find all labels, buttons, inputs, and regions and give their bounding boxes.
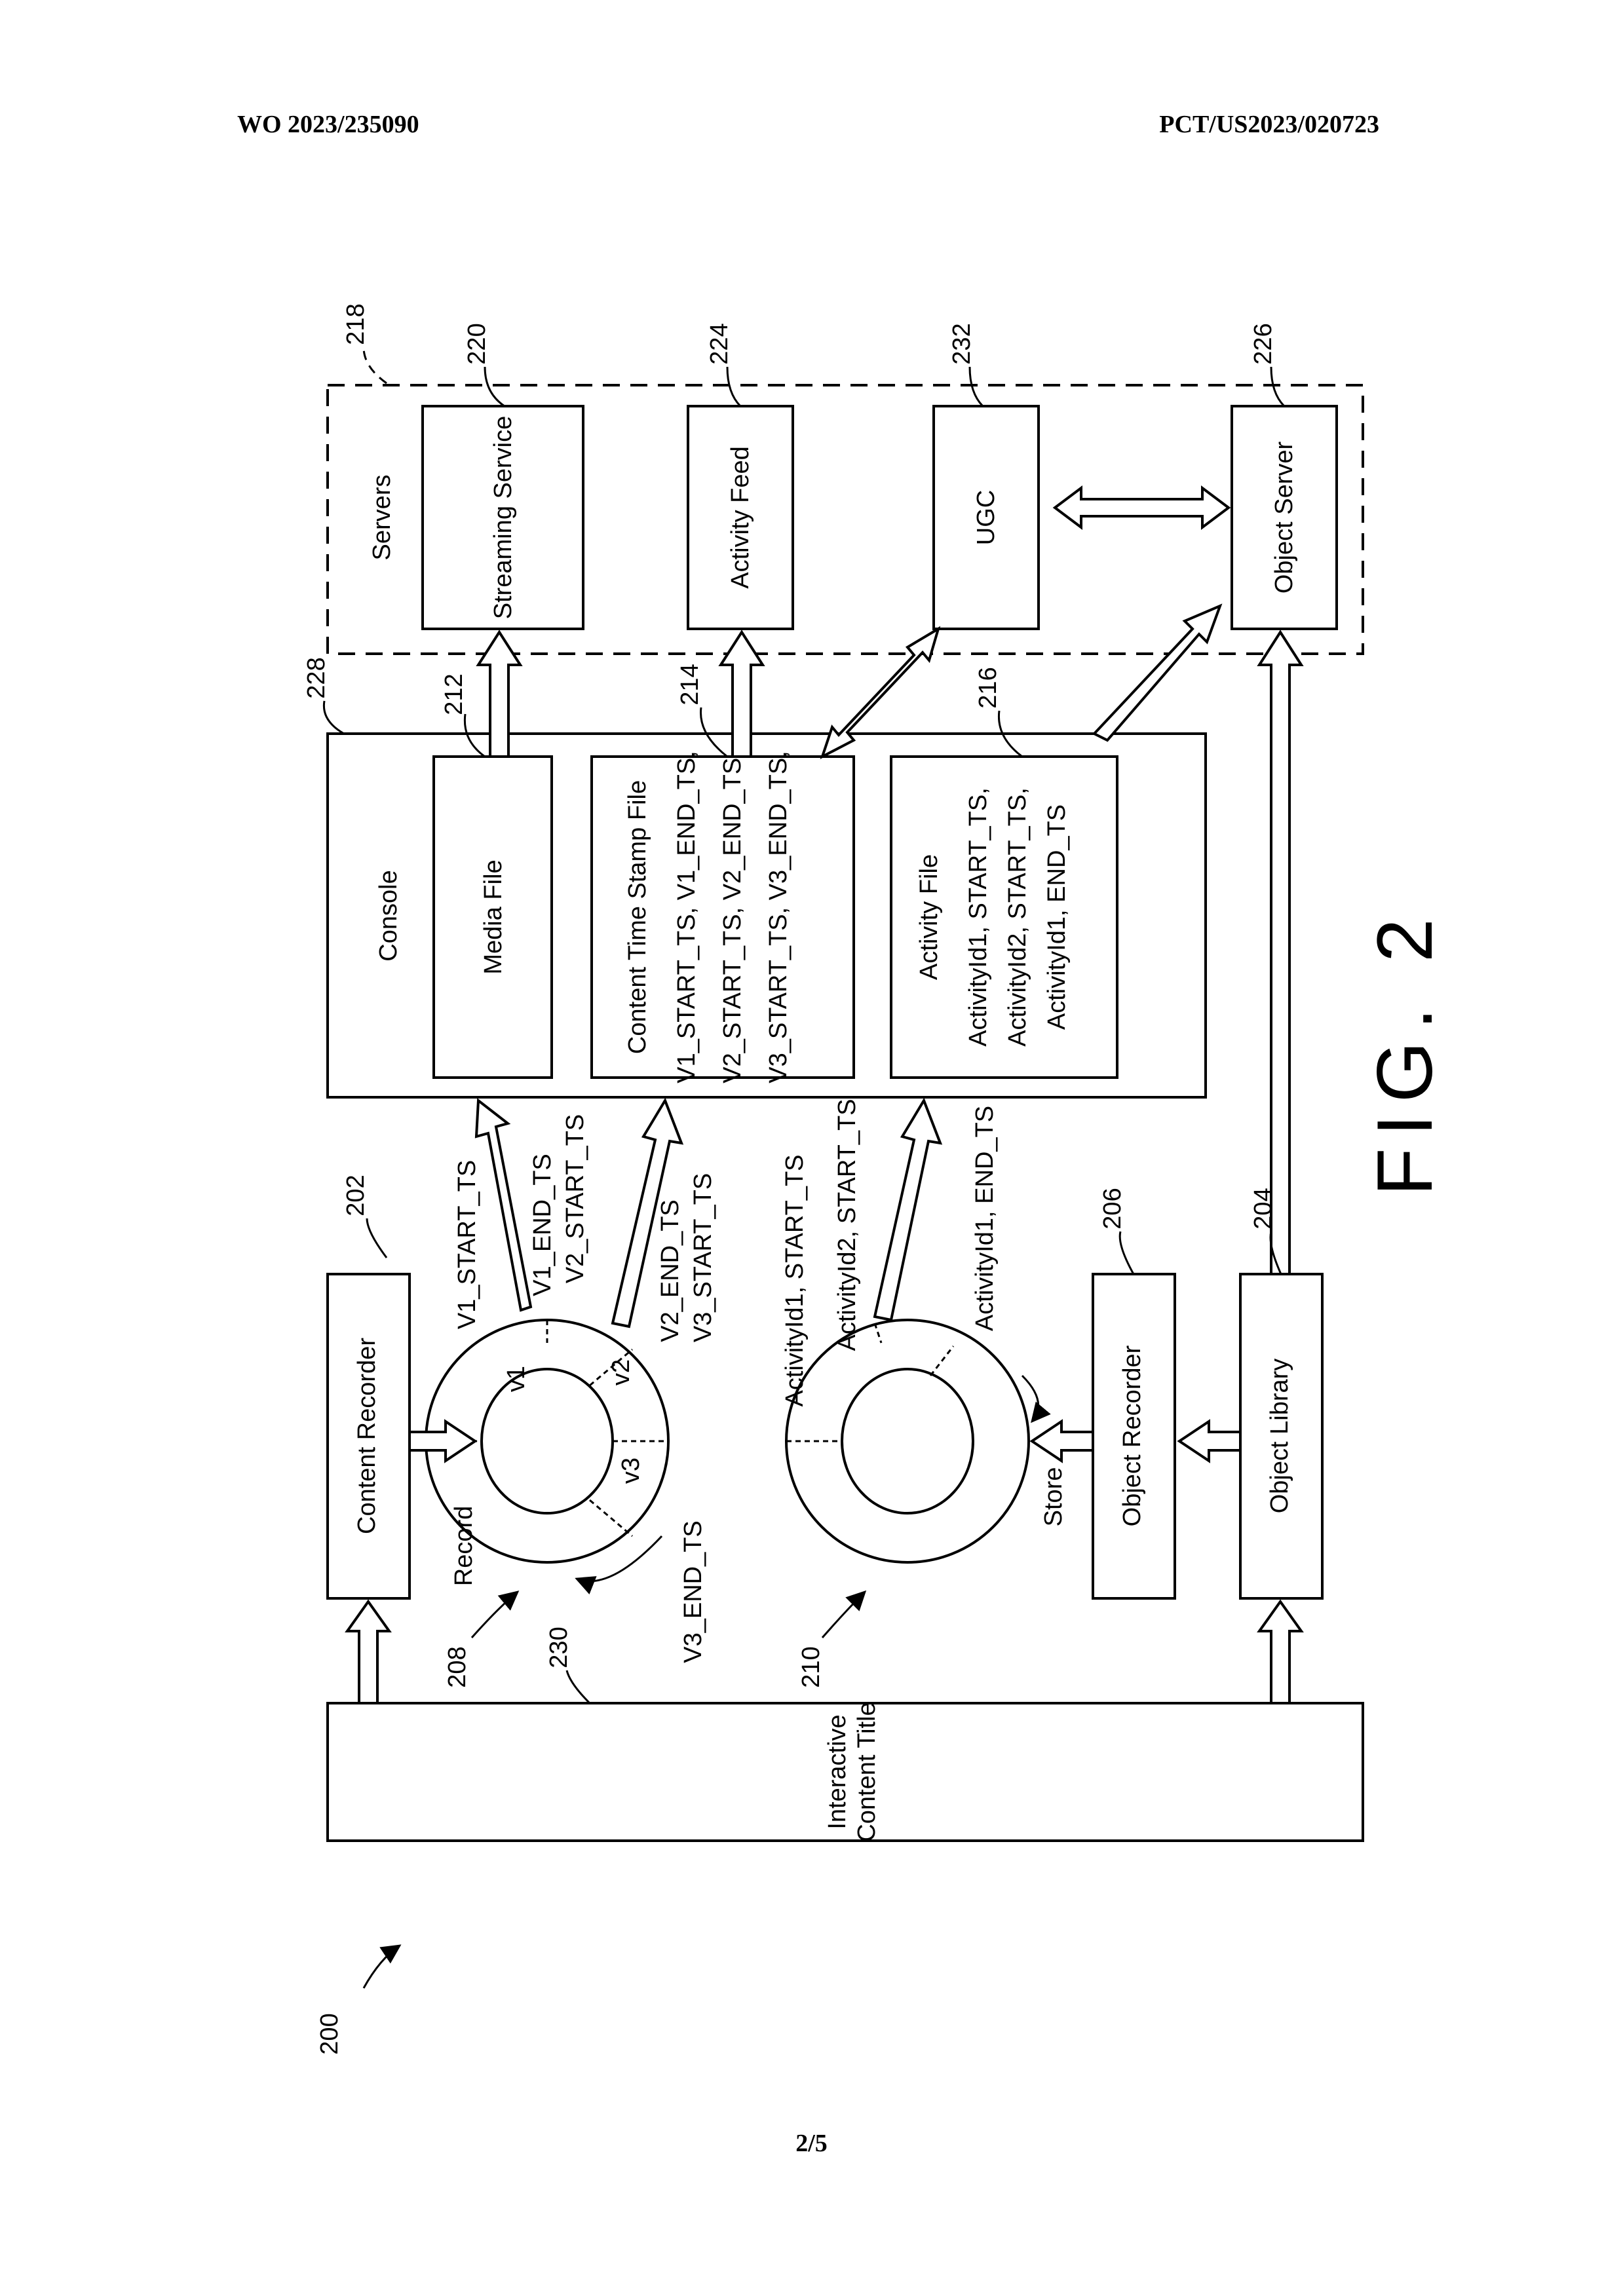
ref-216-leader bbox=[997, 710, 1023, 758]
media-to-streaming-arrow bbox=[476, 630, 523, 758]
store-label: Store bbox=[1040, 1467, 1067, 1527]
object-server-label: Object Server bbox=[1270, 442, 1298, 594]
ref-226-leader bbox=[1270, 366, 1286, 407]
interactive-content-title-label-1: Interactive bbox=[824, 1714, 851, 1829]
seg-v3: v3 bbox=[617, 1458, 645, 1484]
object-library-to-object-server-arrow bbox=[1257, 630, 1304, 1275]
seg-v1: v1 bbox=[503, 1366, 530, 1392]
ref-202: 202 bbox=[342, 1175, 370, 1216]
ref-200: 200 bbox=[316, 2013, 343, 2054]
content-time-stamp-file-label: Content Time Stamp File bbox=[624, 780, 651, 1054]
object-recorder-label: Object Recorder bbox=[1118, 1345, 1146, 1526]
ref-200-leader bbox=[362, 1944, 402, 1989]
act2-start-label: ActivityId2, START_TS bbox=[833, 1099, 861, 1351]
ref-214-leader bbox=[700, 707, 728, 758]
activity-to-object-server-arrow bbox=[1092, 603, 1223, 742]
interactive-content-title-label-2: Content Title bbox=[853, 1702, 881, 1841]
media-file-label: Media File bbox=[480, 859, 507, 974]
ts-line-2: V2_START_TS, V2_END_TS, bbox=[719, 751, 746, 1083]
ict-to-object-library-arrow bbox=[1257, 1599, 1304, 1704]
ref-202-leader bbox=[366, 1218, 388, 1258]
ugc-box bbox=[932, 405, 1040, 630]
ref-208: 208 bbox=[444, 1646, 471, 1687]
publication-number: WO 2023/235090 bbox=[237, 111, 419, 138]
ref-220-leader bbox=[484, 366, 505, 407]
content-recorder-label: Content Recorder bbox=[353, 1338, 381, 1534]
page-number: 2/5 bbox=[795, 2130, 828, 2157]
act1-start-label: ActivityId1, START_TS bbox=[781, 1154, 809, 1406]
content-recorder-to-ring-arrow bbox=[408, 1419, 478, 1463]
content-time-stamp-file-box bbox=[590, 755, 855, 1079]
activity-file-box bbox=[890, 755, 1118, 1079]
ref-218: 218 bbox=[342, 303, 370, 345]
ref-230-leader bbox=[565, 1670, 591, 1704]
activity-feed-label: Activity Feed bbox=[727, 446, 754, 589]
ref-232-leader bbox=[968, 366, 984, 407]
console-label: Console bbox=[375, 870, 402, 961]
record-rotation-arrow bbox=[575, 1535, 663, 1594]
timestamp-ugc-double-arrow bbox=[820, 626, 941, 760]
ts-line-3: V3_START_TS, V3_END_TS, bbox=[765, 751, 792, 1083]
seg-v2: v2 bbox=[607, 1359, 635, 1385]
object-library-to-object-recorder-arrow bbox=[1177, 1419, 1242, 1463]
ref-208-leader bbox=[470, 1590, 520, 1638]
ref-206: 206 bbox=[1099, 1188, 1126, 1229]
timestamp-to-activity-feed-arrow bbox=[718, 630, 765, 758]
object-recorder-to-ring-arrow bbox=[1029, 1419, 1094, 1463]
ugc-label: UGC bbox=[972, 490, 1000, 545]
ref-204: 204 bbox=[1250, 1188, 1277, 1229]
store-rotation-arrow bbox=[1021, 1374, 1051, 1423]
servers-block: Servers Streaming Service Activity Feed … bbox=[326, 384, 1364, 655]
ref-230: 230 bbox=[545, 1627, 573, 1668]
ugc-object-server-double-arrow bbox=[1052, 485, 1231, 530]
ref-224: 224 bbox=[706, 323, 733, 364]
ref-212-leader bbox=[463, 713, 486, 758]
v3-end-label: V3_END_TS bbox=[679, 1520, 707, 1663]
act1-end-label: ActivityId1, END_TS bbox=[971, 1106, 999, 1331]
console-block: Console Media File Content Time Stamp Fi… bbox=[326, 732, 1207, 1099]
connector-arrows bbox=[345, 603, 1304, 1704]
object-library-label: Object Library bbox=[1266, 1359, 1293, 1514]
content-recorder-block: Content Recorder bbox=[326, 1273, 411, 1600]
interactive-content-title-block: Interactive Content Title bbox=[326, 1702, 1364, 1842]
ref-214: 214 bbox=[676, 664, 704, 705]
ref-210: 210 bbox=[797, 1646, 825, 1687]
object-library-block: Object Library bbox=[1239, 1273, 1324, 1600]
ref-212: 212 bbox=[440, 673, 468, 715]
v1-start-label: V1_START_TS bbox=[453, 1160, 481, 1329]
ring-to-activity-file-arrow bbox=[873, 1097, 943, 1322]
ref-224-leader bbox=[726, 366, 742, 407]
servers-label: Servers bbox=[368, 475, 396, 561]
ts-line-1: V1_START_TS, V1_END_TS, bbox=[673, 751, 700, 1083]
v2-end-label: V2_END_TS bbox=[657, 1199, 684, 1342]
figure-label: FIG. 2 bbox=[1361, 907, 1449, 1195]
object-recorder-block: Object Recorder bbox=[1092, 1273, 1176, 1600]
ref-216: 216 bbox=[974, 667, 1002, 708]
application-number: PCT/US2023/020723 bbox=[1159, 111, 1379, 138]
ref-228-leader bbox=[322, 700, 345, 735]
ref-218-leader bbox=[362, 347, 387, 385]
v1-end-label: V1_END_TS bbox=[529, 1154, 556, 1296]
ring-to-timestamp-file-arrow bbox=[611, 1097, 684, 1328]
af-line-3: ActivityId1, END_TS bbox=[1043, 804, 1071, 1030]
af-line-2: ActivityId2, START_TS, bbox=[1004, 787, 1031, 1047]
ref-206-leader bbox=[1118, 1231, 1135, 1275]
activity-file-label: Activity File bbox=[915, 854, 943, 980]
ref-226: 226 bbox=[1250, 323, 1277, 364]
ref-210-leader bbox=[821, 1590, 867, 1638]
ring-to-media-file-arrow bbox=[474, 1098, 533, 1312]
v3-start-label: V3_START_TS bbox=[689, 1173, 717, 1342]
af-line-1: ActivityId1, START_TS, bbox=[964, 787, 992, 1047]
streaming-service-label: Streaming Service bbox=[489, 416, 517, 619]
ict-to-content-recorder-arrow bbox=[345, 1599, 392, 1704]
v2-start-label: V2_START_TS bbox=[562, 1114, 589, 1283]
store-ring-buffer bbox=[785, 1319, 1051, 1564]
ref-220: 220 bbox=[463, 323, 491, 364]
ref-232: 232 bbox=[948, 323, 976, 364]
ref-204-leader bbox=[1269, 1231, 1282, 1275]
ref-228: 228 bbox=[303, 657, 330, 698]
record-label: Record bbox=[450, 1506, 478, 1587]
